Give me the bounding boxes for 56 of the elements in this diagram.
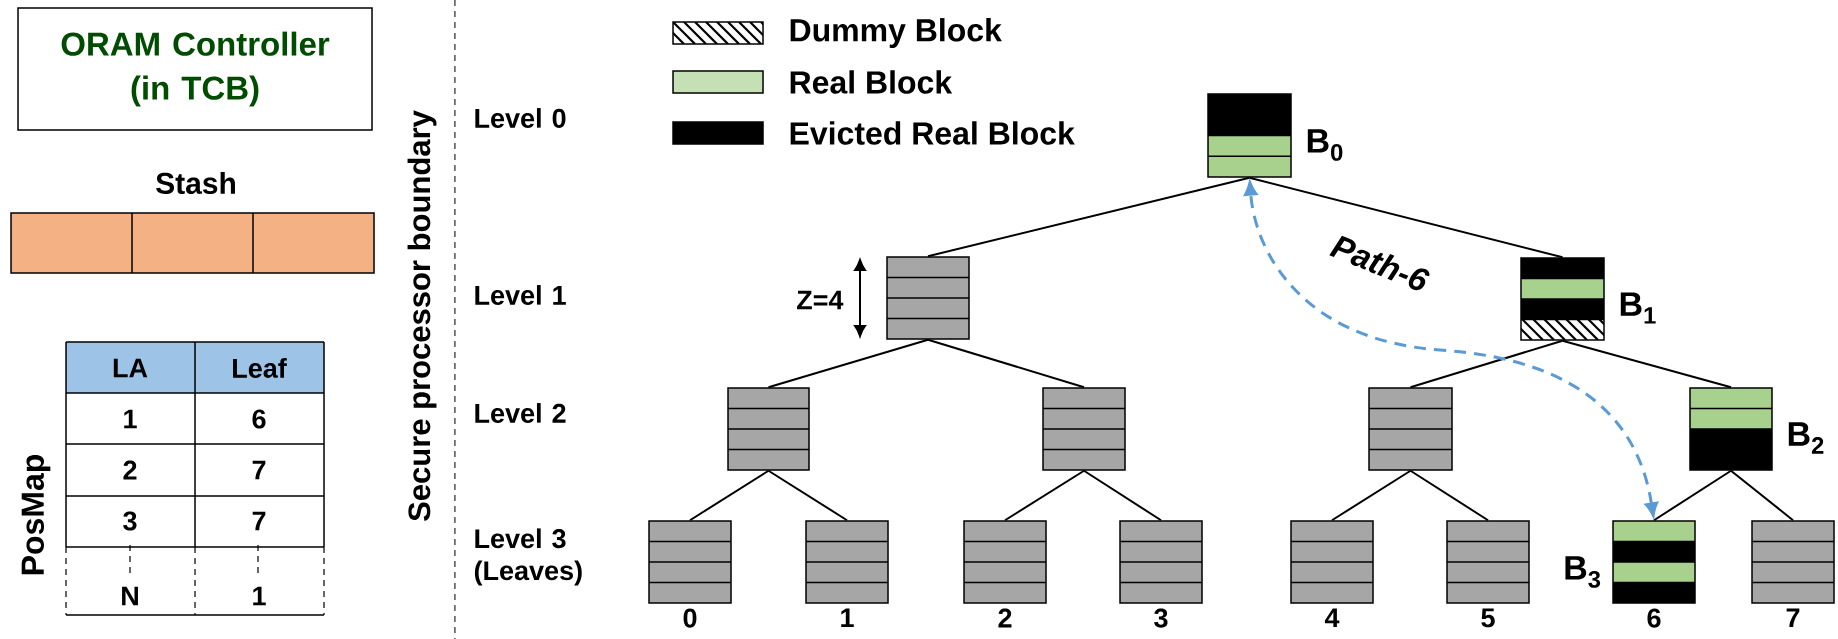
leaf-number: 7 (1786, 608, 1800, 628)
tree-edge (767, 469, 848, 522)
leaf-number: 1 (841, 608, 854, 628)
size-label: Z=4 (797, 290, 844, 310)
table-entry: 2 (123, 460, 137, 480)
legend-label: Dummy Block (790, 18, 1002, 48)
leaf-number: 2 (998, 608, 1012, 628)
table-entry: 1 (124, 409, 137, 429)
bucket (1446, 520, 1530, 604)
table-title: PosMap (21, 455, 51, 575)
table-header: LA (113, 358, 148, 378)
leaf-number: 5 (1481, 608, 1495, 628)
leaf-number: 0 (683, 608, 697, 628)
level-label: Level 1 (475, 285, 566, 305)
bucket (1042, 387, 1126, 471)
tree-edge (1730, 469, 1794, 522)
leaf-number: 3 (1154, 608, 1168, 628)
leaf-number: 4 (1324, 608, 1340, 628)
level-label: Level 0 (475, 108, 566, 128)
bucket (648, 520, 732, 604)
tree-edge (689, 469, 770, 522)
boundary-label: Secure processor boundary (407, 110, 437, 521)
bucket (886, 256, 970, 340)
bucket-label: B$_{3}$ (1565, 556, 1601, 588)
tree-edge (1004, 469, 1085, 522)
controller-box: ORAM Controller (in TCB) (17, 7, 373, 131)
table-entry: N (122, 586, 138, 606)
legend-label: Evicted Real Block (790, 121, 1075, 145)
tree-edge (767, 338, 929, 389)
bucket (1612, 520, 1696, 604)
table-entry: 6 (252, 409, 266, 429)
tree-edge (1653, 469, 1732, 522)
table-entry: 3 (123, 511, 137, 531)
bucket-label: B$_{0}$ (1307, 129, 1343, 161)
bucket (1290, 520, 1374, 604)
tree-edge (1083, 469, 1162, 522)
leaf-number: 6 (1647, 608, 1661, 628)
bucket (1207, 93, 1292, 178)
level-label: Level 3 (Leaves) (474, 528, 582, 586)
bucket (1119, 520, 1203, 604)
bucket (1751, 520, 1835, 604)
table-entry: 7 (252, 511, 266, 531)
tree-edge (927, 338, 1085, 389)
bucket (1689, 387, 1773, 471)
stash-bar (10, 212, 375, 274)
table-entry: 1 (253, 586, 266, 606)
tree-edge (927, 176, 1251, 258)
bucket-label: B$_{2}$ (1788, 422, 1824, 454)
table-entry: 7 (252, 460, 266, 480)
bucket (727, 387, 810, 471)
bucket (963, 520, 1047, 604)
level-label: Level 2 (475, 403, 566, 423)
bucket (805, 520, 889, 604)
table-header: Leaf (233, 358, 287, 378)
stash-heading: Stash (156, 172, 235, 194)
legend-label: Real Block (790, 70, 953, 94)
